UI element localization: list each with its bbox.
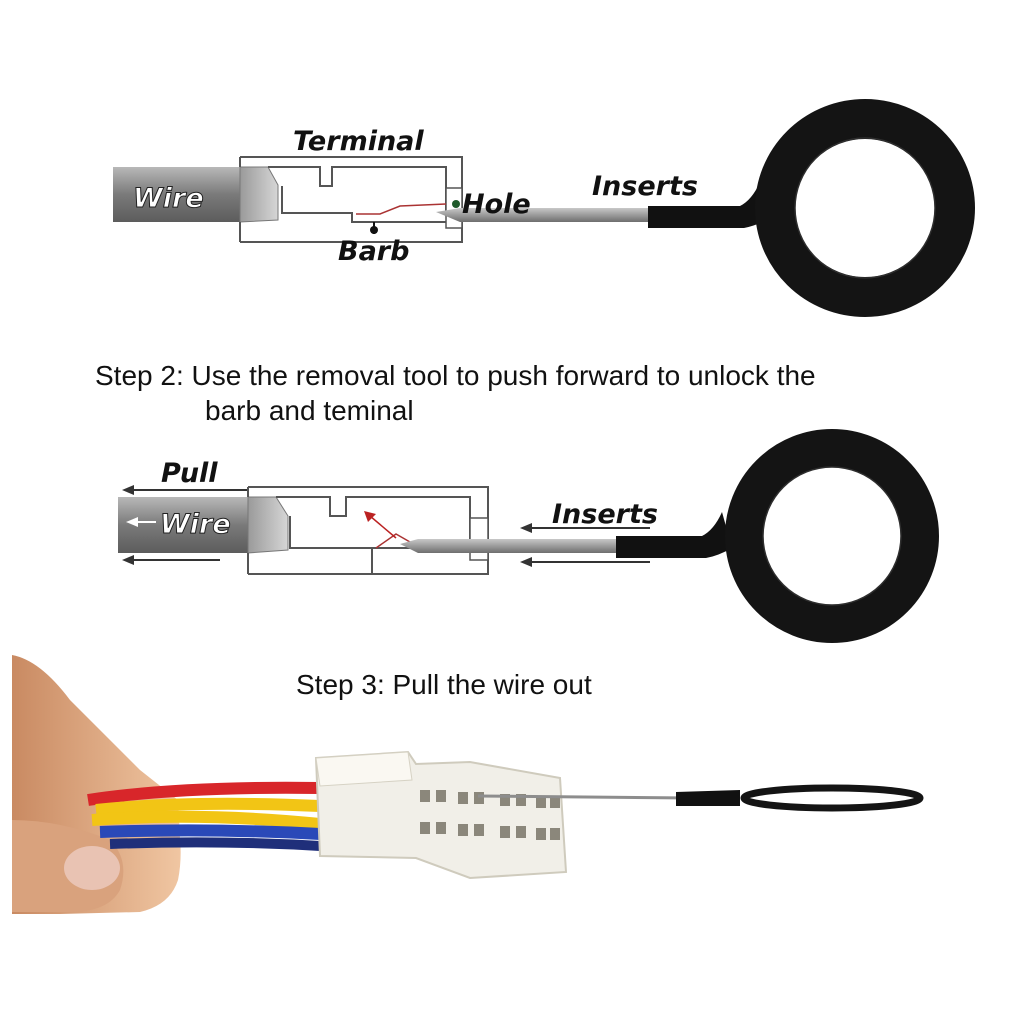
label-inserts-top: Inserts	[592, 171, 698, 202]
diagram-middle: Pull Wire Inserts	[118, 448, 920, 624]
wire-crimp	[240, 167, 278, 222]
label-hole: Hole	[462, 189, 531, 220]
inserts-arrow-bottom	[520, 557, 650, 567]
tool-ring-middle	[744, 448, 920, 624]
unlock-arrow	[364, 511, 396, 538]
tool-needle-photo	[478, 796, 690, 798]
diagram-top: Terminal Wire Hole Barb Inserts	[113, 119, 955, 297]
step3-text: Step 3: Pull the wire out	[296, 668, 592, 702]
label-pull: Pull	[161, 458, 218, 489]
label-wire-top: Wire	[133, 183, 204, 214]
barb	[356, 204, 446, 214]
label-wire-middle: Wire	[160, 509, 231, 540]
label-terminal: Terminal	[293, 126, 424, 157]
label-barb: Barb	[338, 236, 409, 267]
step2-line1: Step 2: Use the removal tool to push for…	[95, 359, 816, 393]
wire-crimp-middle	[248, 497, 288, 553]
tool-handle-photo	[676, 790, 740, 806]
label-inserts-middle: Inserts	[552, 499, 658, 530]
step2-line2: barb and teminal	[205, 394, 414, 428]
tool-ring-top	[775, 119, 955, 297]
terminal-slot	[446, 188, 462, 228]
tool-ring-photo	[744, 788, 920, 808]
pull-arrow-bottom	[122, 555, 220, 565]
thumbnail	[64, 846, 120, 890]
hole-dot	[452, 200, 460, 208]
tool-needle-middle	[400, 539, 618, 553]
wire-bundle	[88, 788, 320, 846]
